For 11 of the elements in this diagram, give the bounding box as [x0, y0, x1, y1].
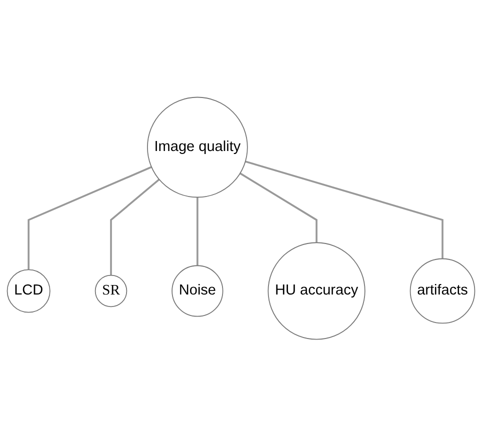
connector	[196, 197, 198, 266]
node-circle: artifacts	[410, 258, 476, 324]
node-circle: HU accuracy	[268, 242, 366, 340]
node-circle: Image quality	[146, 97, 248, 198]
node-circle: Noise	[172, 265, 224, 317]
connector	[240, 172, 318, 243]
connector	[110, 178, 160, 276]
node-circle: SR	[94, 275, 128, 308]
node-circle: LCD	[6, 269, 50, 313]
connector	[245, 160, 444, 259]
connector	[28, 166, 152, 270]
